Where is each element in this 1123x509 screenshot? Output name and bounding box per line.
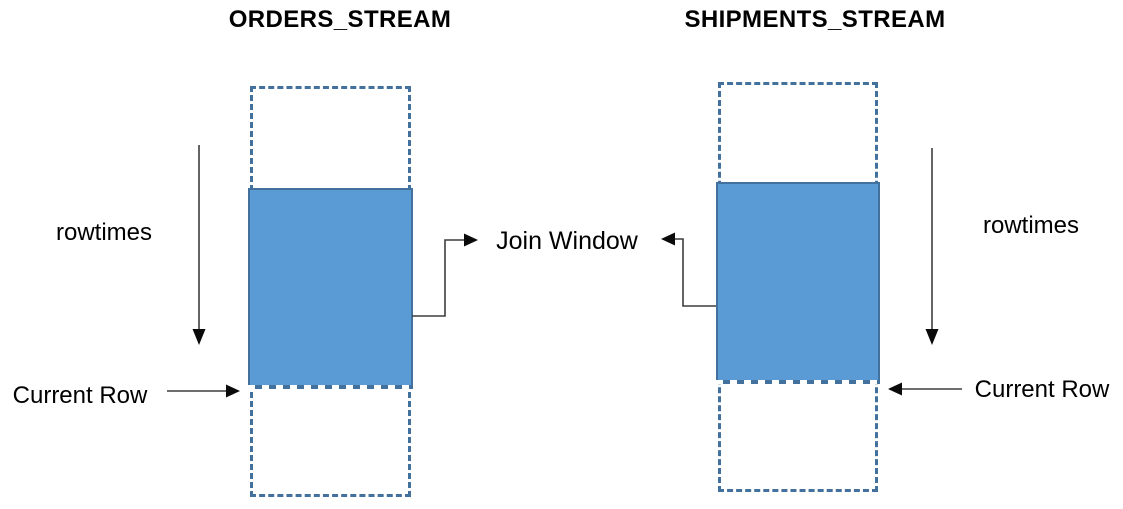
- rowtimes-label-left: rowtimes: [55, 219, 152, 246]
- current-row-label-right: Current Row: [974, 376, 1110, 403]
- current-row-arrow-right: [888, 382, 962, 396]
- orders-current-row-line: [248, 385, 413, 389]
- shipments-current-row-line: [716, 380, 880, 384]
- rowtimes-arrow-left: [192, 145, 206, 345]
- rowtimes-label-right: rowtimes: [982, 212, 1079, 239]
- join-window-connector-right: [661, 232, 716, 307]
- current-row-label-left: Current Row: [12, 382, 148, 409]
- orders-join-window-region: [248, 188, 413, 389]
- current-row-arrow-left: [167, 384, 240, 398]
- shipments-stream-title: SHIPMENTS_STREAM: [684, 6, 946, 33]
- join-window-label: Join Window: [496, 227, 638, 255]
- shipments-join-window-region: [716, 182, 880, 384]
- rowtimes-arrow-right: [925, 148, 939, 345]
- orders-stream-title: ORDERS_STREAM: [228, 6, 452, 33]
